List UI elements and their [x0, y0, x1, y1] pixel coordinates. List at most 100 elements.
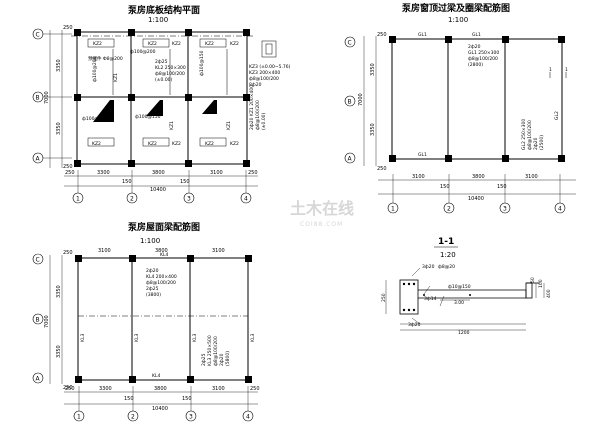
axis-label: 3 — [189, 414, 193, 421]
ann-beam: 2ф25 — [155, 59, 168, 65]
dim-left: 3350 — [56, 122, 62, 135]
ann-rebar: ф100@150 — [135, 114, 161, 120]
ann-kl3: ф8@100/200 — [213, 336, 219, 366]
dim-bottom-total: 10400 — [152, 406, 168, 412]
ann-beam: (3800) — [146, 292, 161, 298]
dim-bottom: 3800 — [152, 170, 165, 176]
ann-gl2: GL2 — [554, 111, 560, 120]
plan-title: 泵房窗顶过梁及圈梁配筋图 — [402, 2, 510, 14]
ann-gl2: ф8@100/200 — [527, 120, 533, 150]
ann-kl3: 2ф20 — [219, 353, 225, 366]
axis-label: 3 — [503, 206, 507, 213]
dim-left-total: 7000 — [44, 315, 50, 328]
ann-gl2: 2ф20 — [533, 137, 539, 150]
ann-kl4: KL4 — [160, 252, 168, 258]
section-scale: 1:20 — [440, 251, 456, 259]
ann-rebar: 3ф14 — [424, 296, 437, 302]
ann-rebar: ф10@150 — [448, 284, 471, 290]
ann-rebar: ф100@150 — [199, 50, 205, 76]
dim-left: 3350 — [370, 63, 376, 76]
ann-gl1: GL1 — [418, 152, 427, 158]
dim-section: 50 — [530, 277, 536, 283]
dim-edge: 250 — [63, 164, 73, 170]
axis-label: 4 — [558, 206, 562, 213]
ann-kl3: KL3 — [134, 334, 140, 342]
axis-label: 1 — [391, 206, 395, 213]
ann-kz2: KZ2 — [148, 41, 157, 47]
dim-bottom: 250 — [250, 386, 260, 392]
ann-kz1: (±0.00) — [261, 112, 267, 130]
ann-gl1: GL1 — [472, 32, 481, 38]
dim-bottom: 150 — [122, 179, 132, 185]
ann-elevation: 3.00 — [454, 300, 464, 306]
plan-base-slab: 泵房底板结构平面 1:100 — [32, 4, 291, 204]
ann-rebar: 3ф20 — [422, 264, 435, 270]
dim-bottom: 3100 — [210, 170, 223, 176]
axis-label: C — [36, 32, 40, 39]
ann-rebar: ф100@200 — [130, 49, 156, 55]
dim-bottom: 3300 — [97, 170, 110, 176]
axis-label: B — [348, 99, 352, 106]
axis-label: 1 — [76, 196, 80, 203]
ann-embed: 预埋件 Ф8@200 — [88, 55, 123, 62]
dim-left-total: 7000 — [358, 93, 364, 106]
ann-kz3: ф8@100/200 — [249, 76, 279, 82]
ann-gl2: (2500) — [539, 135, 545, 150]
dim-bottom: 3800 — [472, 174, 485, 180]
ann-kl3: KL3 — [250, 334, 256, 342]
axis-label: A — [36, 376, 41, 383]
dim-edge: 250 — [63, 385, 73, 391]
dim-bottom: 150 — [182, 396, 192, 402]
ann-kz1: 2ф20 KZ1 200×400 — [249, 85, 255, 130]
plan-scale: 1:100 — [140, 237, 160, 245]
ann-kz1: KZ1 — [226, 121, 232, 130]
dim-bottom: 150 — [497, 184, 507, 190]
ann-kz2: KZ2 — [148, 141, 157, 147]
dim-left: 3350 — [56, 59, 62, 72]
axis-label: A — [36, 156, 41, 163]
ann-kz2: KZ2 — [205, 141, 214, 147]
axis-label: 1 — [77, 414, 81, 421]
section-mark: 1 — [549, 67, 552, 73]
plan-scale: 1:100 — [448, 16, 468, 24]
ann-gl2: GL2 250×300 — [521, 119, 527, 150]
ann-kz2: KZ2 — [230, 141, 239, 147]
axis-label: B — [36, 95, 40, 102]
ann-kz2: KZ2 — [93, 41, 102, 47]
watermark: 土木在线 COI88.COM — [290, 199, 354, 228]
plan-roof-beam: 泵房屋面梁配筋图 1:100 KL4 KL4 2ф20 KL4 200×400 … — [32, 221, 260, 422]
plan-window-lintel: 泵房窗顶过梁及圈梁配筋图 1:100 GL1 GL1 GL1 2ф20 GL1 … — [344, 2, 576, 214]
axis-label: 2 — [131, 414, 135, 421]
dim-bottom: 3300 — [99, 386, 112, 392]
section-mark: 1 — [565, 67, 568, 73]
dim-left: 3350 — [370, 123, 376, 136]
ann-beam: 2ф20 — [146, 268, 159, 274]
dim-edge: 250 — [63, 25, 73, 31]
dim-bottom: 250 — [248, 170, 258, 176]
dim-section: 1200 — [458, 330, 470, 336]
dim-bottom: 3100 — [525, 174, 538, 180]
ann-kz1: KZ1 — [113, 73, 119, 82]
ann-kz2: KZ2 — [205, 41, 214, 47]
watermark-text: 土木在线 — [290, 199, 354, 218]
ann-kl3: KL3 — [80, 334, 86, 342]
axis-label: 4 — [244, 196, 248, 203]
dim-bottom-total: 10400 — [468, 196, 484, 202]
ann-kl3: (5800) — [225, 351, 231, 366]
dim-bottom: 250 — [65, 170, 75, 176]
dim-top: 3100 — [98, 248, 111, 254]
dim-bottom: 150 — [180, 179, 190, 185]
ann-beam: (±0.00) — [155, 77, 173, 83]
ann-kz2: KZ2 — [172, 41, 181, 47]
dim-edge: 250 — [63, 250, 73, 256]
axis-label: 3 — [187, 196, 191, 203]
ann-kz2: KZ2 — [92, 141, 101, 147]
axis-label: 2 — [447, 206, 451, 213]
ann-rebar: ф100@150 — [82, 116, 108, 122]
ann-gl1: GL1 — [418, 32, 427, 38]
ann-kz3: 8ф20 — [249, 82, 262, 88]
ann-gl1: 2ф20 — [468, 44, 481, 50]
dim-edge: 250 — [377, 166, 387, 172]
dim-bottom: 3100 — [412, 174, 425, 180]
